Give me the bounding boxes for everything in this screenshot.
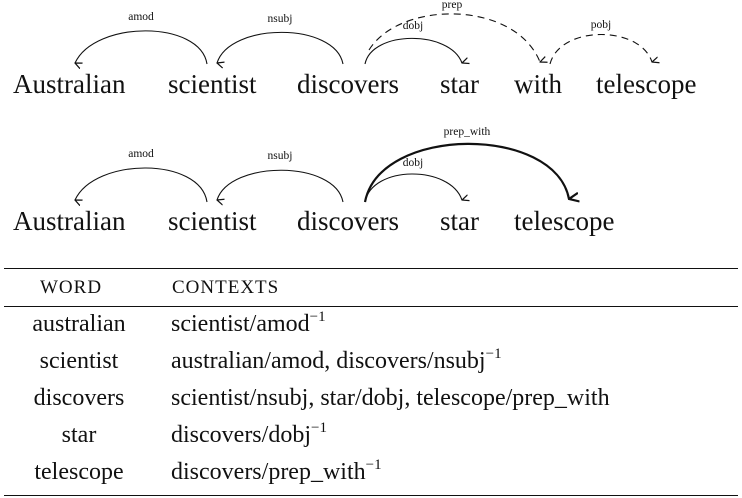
arc-dobj <box>364 173 462 203</box>
bottom-rule <box>4 495 738 497</box>
arc-amod <box>75 30 208 64</box>
mid-rule <box>4 306 738 307</box>
arc-label-nsubj: nsubj <box>267 150 293 162</box>
word-telescope: telescope <box>596 69 697 99</box>
header-contexts: CONTEXTS <box>172 277 280 298</box>
arc-label-dobj: dobj <box>402 157 424 169</box>
row-word: telescope <box>34 459 124 485</box>
arc-dobj <box>364 37 462 64</box>
row-word: scientist <box>39 348 119 374</box>
arc-amod <box>75 167 208 202</box>
arc-label-prep-with: prep_with <box>443 126 491 138</box>
arc-pobj <box>549 34 652 65</box>
row-contexts: discovers/dobj−1 <box>171 420 327 449</box>
word-scientist: scientist <box>168 69 257 99</box>
word-with: with <box>514 69 563 99</box>
row-word: star <box>61 422 97 448</box>
arc-label-dobj: dobj <box>402 20 424 32</box>
word-star: star <box>440 69 479 99</box>
word-discovers: discovers <box>297 69 399 99</box>
row-contexts: discovers/prep_with−1 <box>171 457 382 486</box>
arcs-bottom <box>0 142 742 250</box>
arc-label-prep: prep <box>441 0 463 11</box>
row-contexts: scientist/nsubj, star/dobj, telescope/pr… <box>171 385 610 411</box>
dependency-diagram-bottom: amod nsubj dobj prep_with Australian sci… <box>0 120 742 250</box>
row-word: discovers <box>33 385 125 411</box>
top-rule <box>4 268 738 270</box>
arc-label-amod: amod <box>128 148 154 160</box>
arc-label-pobj: pobj <box>590 19 612 31</box>
dependency-diagram-top: amod nsubj dobj prep pobj Australian sci… <box>0 0 742 110</box>
row-contexts: scientist/amod−1 <box>171 309 326 338</box>
arc-nsubj <box>217 31 344 64</box>
arcs-top <box>0 13 742 110</box>
arc-label-nsubj: nsubj <box>267 13 293 25</box>
header-word: WORD <box>40 277 103 298</box>
word-discovers: discovers <box>297 206 399 236</box>
arc-prep-with <box>363 142 569 202</box>
row-contexts: australian/amod, discovers/nsubj−1 <box>171 346 502 375</box>
word-australian: Australian <box>13 69 126 99</box>
word-scientist: scientist <box>168 206 257 236</box>
word-australian: Australian <box>13 206 126 236</box>
arc-prep <box>368 13 540 62</box>
row-word: australian <box>32 311 126 337</box>
word-star: star <box>440 206 479 236</box>
word-telescope: telescope <box>514 206 615 236</box>
arc-label-amod: amod <box>128 11 154 23</box>
arc-nsubj <box>217 169 344 202</box>
